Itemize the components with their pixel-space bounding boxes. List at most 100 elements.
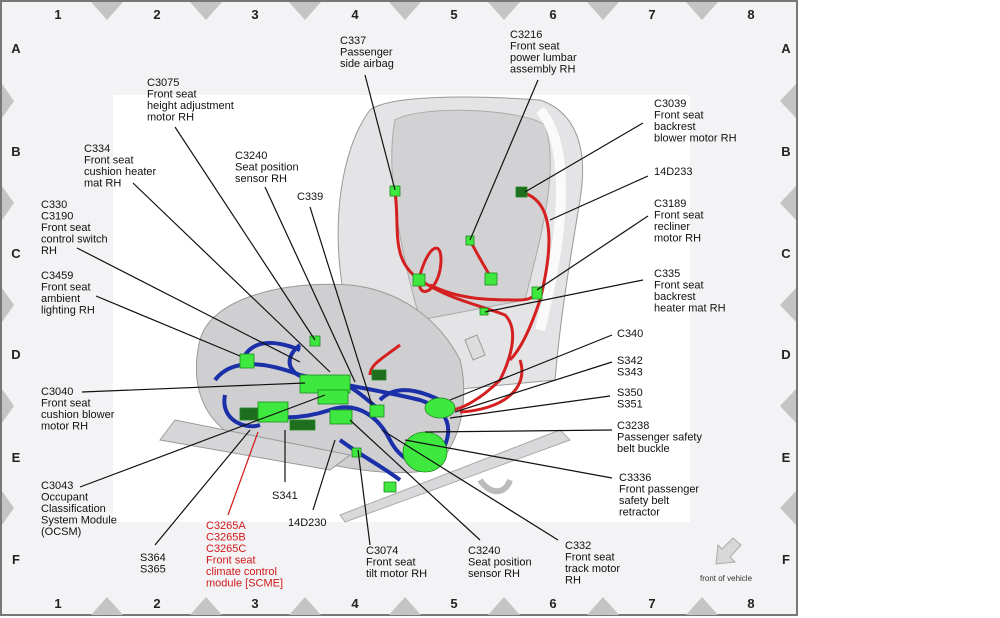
row-marker-left: B — [11, 144, 20, 159]
callout-description: S351 — [617, 399, 643, 411]
leader-line-c335 — [484, 279, 644, 313]
grid-divider-top — [686, 2, 718, 20]
callout-id: C3075 — [147, 77, 179, 89]
grid-divider-top — [587, 2, 619, 20]
leader-line-s364 — [154, 429, 251, 546]
callout-description: side airbag — [340, 58, 394, 70]
callout-id: C340 — [617, 328, 643, 340]
callout-description: Front seat — [41, 282, 91, 294]
callout-id: S364 — [140, 552, 166, 564]
callout-c339[interactable]: C339 — [297, 191, 323, 203]
callout-id: C332 — [565, 540, 591, 552]
callout-description: assembly RH — [510, 64, 575, 76]
grid-divider-top — [91, 2, 123, 20]
callout-description: motor RH — [147, 112, 194, 124]
column-marker-bottom: 8 — [747, 596, 754, 611]
column-marker-bottom: 1 — [54, 596, 61, 611]
leader-line-c3043 — [79, 394, 326, 488]
column-marker-bottom: 2 — [153, 596, 160, 611]
callout-description: mat RH — [84, 178, 121, 190]
callout-description: safety belt — [619, 495, 669, 507]
leader-line-c3040 — [81, 382, 306, 393]
callout-description: recliner — [654, 221, 690, 233]
callout-id: C3240 — [468, 545, 500, 557]
grid-divider-right — [780, 186, 796, 220]
column-marker-top: 4 — [351, 7, 359, 22]
belt-buckle — [464, 334, 486, 361]
callout-description: C3190 — [41, 211, 73, 223]
seat-bracket — [477, 478, 513, 495]
callout-description: Front seat — [206, 555, 256, 567]
callout-description: sensor RH — [468, 568, 520, 580]
row-marker-right: B — [781, 144, 790, 159]
grid-divider-top — [389, 2, 421, 20]
callout-id: S342 — [617, 355, 643, 367]
leader-line-c3336 — [404, 439, 613, 479]
column-marker-bottom: 4 — [351, 596, 359, 611]
row-marker-right: E — [782, 450, 791, 465]
column-marker-bottom: 6 — [549, 596, 556, 611]
grid-divider-left — [2, 491, 14, 525]
callout-description: sensor RH — [235, 173, 287, 185]
leader-line-c340 — [449, 334, 613, 401]
leader-line-c330 — [76, 247, 301, 363]
callout-c340[interactable]: C340 — [617, 328, 643, 340]
grid-divider-right — [780, 389, 796, 423]
callout-description: Seat position — [468, 557, 532, 569]
column-marker-top: 7 — [648, 7, 655, 22]
callout-description: Front seat — [41, 398, 91, 410]
seat-rail — [159, 419, 352, 471]
callout-14d233[interactable]: 14D233 — [654, 166, 693, 178]
callout-id: C335 — [654, 268, 680, 280]
seat-backrest-panel — [391, 109, 551, 321]
callout-description: System Module — [41, 515, 117, 527]
callout-14d230[interactable]: 14D230 — [288, 517, 327, 529]
grid-divider-right — [780, 84, 796, 118]
callout-s341[interactable]: S341 — [272, 490, 298, 502]
front-of-vehicle-indicator: front of vehicle — [700, 537, 753, 583]
row-marker-left: A — [11, 41, 21, 56]
callout-id: S341 — [272, 490, 298, 502]
callout-description: Front passenger — [619, 484, 699, 496]
column-marker-bottom: 7 — [648, 596, 655, 611]
grid-divider-top — [488, 2, 520, 20]
callout-description: Front seat — [654, 110, 704, 122]
callout-id: C339 — [297, 191, 323, 203]
grid-divider-bottom — [289, 597, 321, 615]
callout-description: retractor — [619, 507, 660, 519]
callout-description: Passenger safety — [617, 432, 702, 444]
leader-line-14d233 — [549, 175, 649, 221]
grid-divider-right — [780, 288, 796, 322]
callout-id: C3039 — [654, 98, 686, 110]
row-marker-right: F — [782, 552, 790, 567]
grid-divider-bottom — [686, 597, 718, 615]
leader-line-c334 — [132, 182, 331, 373]
callout-id: 14D233 — [654, 166, 693, 178]
row-marker-right: D — [781, 347, 790, 362]
grid-divider-top — [289, 2, 321, 20]
callout-description: blower motor RH — [654, 133, 737, 145]
